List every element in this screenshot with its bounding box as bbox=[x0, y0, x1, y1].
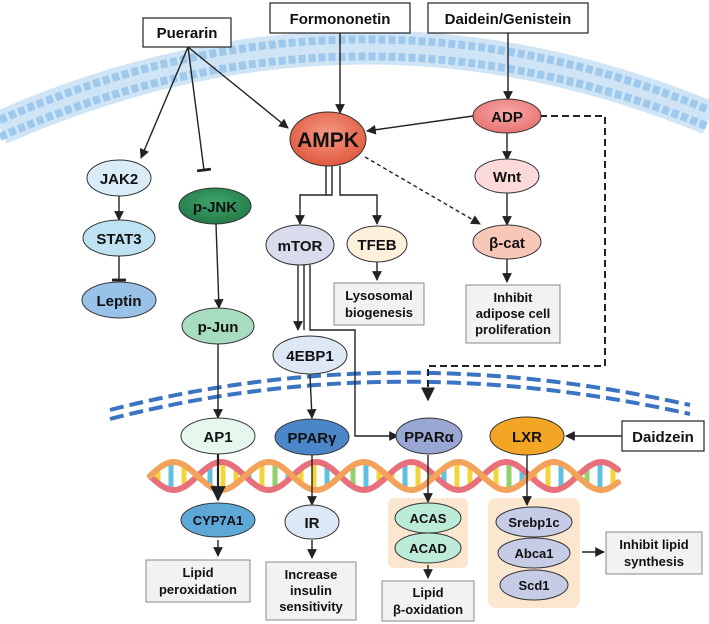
beta-oxidation-line-2: β-oxidation bbox=[393, 602, 463, 617]
lxr-label: LXR bbox=[512, 429, 542, 446]
p-jnk-label: p-JNK bbox=[193, 199, 237, 216]
jak2-node: JAK2 bbox=[86, 159, 152, 197]
lysosomal-line-1: Lysosomal bbox=[345, 288, 412, 303]
lipid-peroxidation-line-1: Lipid bbox=[182, 565, 213, 580]
4ebp1-label: 4EBP1 bbox=[286, 348, 334, 365]
insulin-line-3: sensitivity bbox=[279, 599, 343, 614]
insulin-line-1: Increase bbox=[285, 567, 338, 582]
inhibit-adipose-line-1: Inhibit bbox=[494, 290, 534, 305]
daidein-genistein-label: Daidein/Genistein bbox=[445, 11, 572, 28]
wnt-label: Wnt bbox=[493, 169, 521, 186]
lipid-peroxidation-line-2: peroxidation bbox=[159, 582, 237, 597]
p-jun-node: p-Jun bbox=[181, 307, 255, 345]
puerarin-label: Puerarin bbox=[157, 25, 218, 42]
formononetin-label: Formononetin bbox=[290, 11, 391, 28]
4ebp1-node: 4EBP1 bbox=[272, 335, 348, 375]
leptin-label: Leptin bbox=[97, 293, 142, 310]
inhibit-adipose-line-2: adipose cell bbox=[476, 306, 550, 321]
ampk-node: AMPK bbox=[289, 111, 367, 167]
inhibit-lipid-line-1: Inhibit lipid bbox=[619, 537, 688, 552]
beta-cat-node: β-cat bbox=[472, 224, 542, 260]
lxr-node: LXR bbox=[489, 416, 565, 456]
daidein-genistein-box: Daidein/Genistein bbox=[427, 2, 589, 34]
nuclear-membrane bbox=[109, 370, 691, 421]
puerarin-box: Puerarin bbox=[142, 17, 232, 48]
beta-oxidation-line-1: Lipid bbox=[412, 585, 443, 600]
ir-label: IR bbox=[305, 515, 320, 532]
dna-helix bbox=[147, 458, 621, 494]
acas-node: ACAS bbox=[394, 502, 462, 534]
acad-node: ACAD bbox=[394, 532, 462, 564]
p-jun-label: p-Jun bbox=[198, 319, 239, 336]
srebp1c-node: Srebp1c bbox=[495, 506, 573, 538]
daidzein-box: Daidzein bbox=[621, 420, 705, 452]
leptin-node: Leptin bbox=[81, 281, 157, 319]
daidzein-label: Daidzein bbox=[632, 429, 694, 446]
inhibit-adipose-box: Inhibit adipose cell proliferation bbox=[465, 284, 561, 344]
srebp1c-label: Srebp1c bbox=[508, 515, 559, 530]
acas-label: ACAS bbox=[410, 511, 447, 526]
ppar-gamma-node: PPARγ bbox=[274, 418, 350, 456]
mtor-label: mTOR bbox=[278, 238, 323, 255]
edges bbox=[112, 33, 622, 579]
cyp7a1-node: CYP7A1 bbox=[180, 502, 256, 538]
ir-node: IR bbox=[284, 504, 340, 540]
inhibit-lipid-box: Inhibit lipid synthesis bbox=[605, 531, 703, 575]
beta-cat-label: β-cat bbox=[489, 235, 525, 252]
jak2-label: JAK2 bbox=[100, 171, 138, 188]
adp-node: ADP bbox=[472, 98, 542, 134]
inhibit-lipid-line-2: synthesis bbox=[624, 554, 684, 569]
mtor-node: mTOR bbox=[265, 224, 335, 266]
tfeb-label: TFEB bbox=[357, 237, 396, 254]
ppar-alpha-label: PPARα bbox=[404, 429, 455, 446]
formononetin-box: Formononetin bbox=[269, 2, 411, 34]
ampk-label: AMPK bbox=[297, 129, 359, 152]
ppar-alpha-node: PPARα bbox=[395, 417, 463, 455]
acad-label: ACAD bbox=[409, 541, 447, 556]
insulin-line-2: insulin bbox=[290, 583, 332, 598]
dna-strand-red bbox=[147, 458, 621, 494]
scd1-node: Scd1 bbox=[499, 569, 569, 601]
abca1-node: Abca1 bbox=[497, 537, 571, 569]
scd1-label: Scd1 bbox=[518, 578, 549, 593]
tfeb-node: TFEB bbox=[346, 225, 408, 263]
insulin-sensitivity-box: Increase insulin sensitivity bbox=[265, 561, 357, 621]
ap1-label: AP1 bbox=[203, 429, 232, 446]
stat3-label: STAT3 bbox=[96, 231, 141, 248]
lysosomal-box: Lysosomal biogenesis bbox=[333, 282, 425, 326]
p-jnk-node: p-JNK bbox=[178, 187, 252, 225]
lipid-peroxidation-box: Lipid peroxidation bbox=[145, 559, 251, 603]
cyp7a1-label: CYP7A1 bbox=[193, 513, 244, 528]
ap1-node: AP1 bbox=[180, 417, 256, 455]
lysosomal-line-2: biogenesis bbox=[345, 305, 413, 320]
inhibit-adipose-line-3: proliferation bbox=[475, 322, 551, 337]
abca1-label: Abca1 bbox=[514, 546, 553, 561]
beta-oxidation-box: Lipid β-oxidation bbox=[381, 580, 475, 622]
dna-strand-orange bbox=[147, 458, 621, 494]
ppar-gamma-label: PPARγ bbox=[288, 430, 338, 447]
adp-label: ADP bbox=[491, 109, 523, 126]
wnt-node: Wnt bbox=[474, 158, 540, 194]
cell-membrane bbox=[0, 30, 709, 144]
stat3-node: STAT3 bbox=[82, 219, 156, 257]
